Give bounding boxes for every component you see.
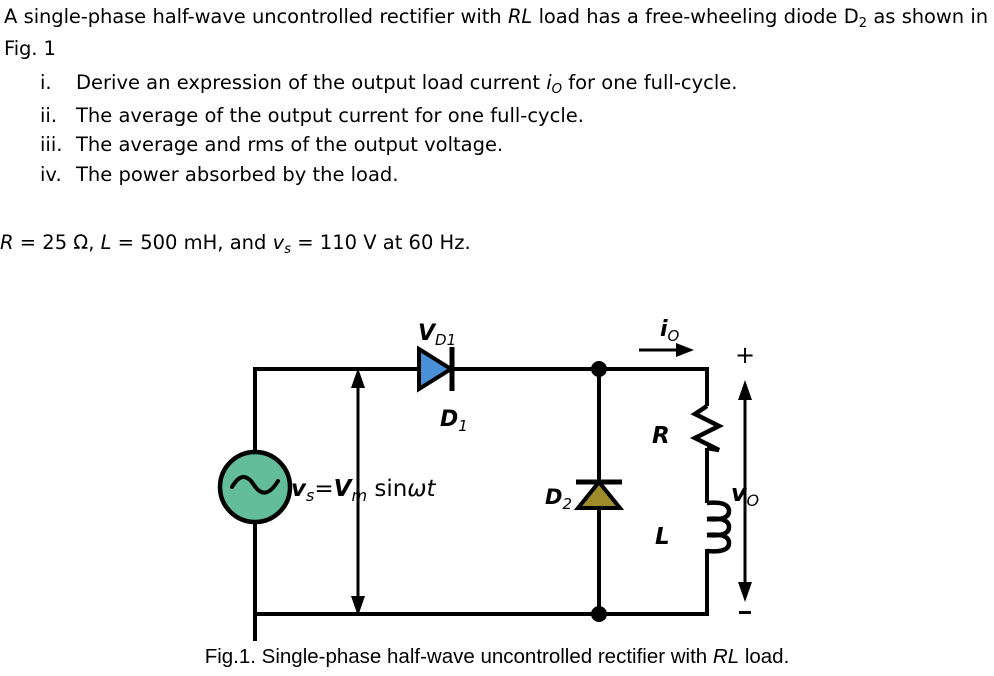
statement-part-3: as shown in Fig. 1 [4,5,988,60]
list-item-label: The average of the output current for on… [76,103,584,127]
resistor-symbol [689,404,725,453]
diode-d1 [417,345,455,393]
item-symbol: i [546,71,552,94]
circuit-parameters: R = 25 Ω, L = 500 mH, and vs = 110 V at … [0,228,471,260]
param-v-symbol: v [272,231,285,254]
diode-d2 [573,478,625,510]
sine-wave-icon [230,475,280,495]
source-vs-subscript: s [306,486,314,505]
list-item-numeral: iii. [40,133,63,156]
list-item: ii. The average of the output current fo… [4,101,990,131]
param-v-value: = 110 V at 60 Hz. [291,231,471,254]
param-r-symbol: R [0,231,14,254]
inductor-label: L [655,524,670,550]
diode-d2-triangle [573,478,625,510]
item-text-pre: Derive an expression of the output load … [76,71,547,94]
statement-d2-subscript: 2 [858,15,867,31]
statement-rl-symbol: RL [507,5,533,28]
problem-statement: A single-phase half-wave uncontrolled re… [4,2,988,63]
resistor-label: R [652,423,670,449]
source-vm-symbol: V [334,476,354,502]
output-current-label: iO [660,317,680,345]
item-symbol-subscript: O [551,81,563,97]
list-item-numeral: i. [40,71,52,94]
list-item-numeral: ii. [40,103,58,127]
statement-part-2: load has a free-wheeling diode D [532,5,859,28]
list-item: iv. The power absorbed by the load. [4,160,990,190]
caption-text-post: load. [739,645,790,668]
circuit-diagram: vs=Vm sinωt VD1 D1 D2 R L iO + vO [217,317,759,641]
caption-rl-symbol: RL [712,645,740,668]
output-voltage-label: vO [731,479,759,510]
output-voltage-arrow [738,380,752,602]
ac-voltage-source [217,449,293,525]
source-omega-t: ωt [407,476,436,502]
statement-part-1: A single-phase half-wave uncontrolled re… [4,5,508,28]
caption-text-pre: Fig.1. Single-phase half-wave uncontroll… [204,645,713,668]
output-current-arrow [639,343,694,357]
polarity-minus-label [739,611,751,614]
junction-node-bottom [591,606,607,622]
source-sin-text: sin [367,476,407,502]
item-text-post: for one full-cycle. [562,71,738,94]
diode-d1-voltage-label: VD1 [418,321,456,349]
list-item: i. Derive an expression of the output lo… [4,68,990,101]
inductor-symbol [706,500,732,554]
param-l-value: = 500 mH, and [111,231,273,254]
diode-d2-label: D2 [545,485,572,513]
junction-node-top [591,361,607,377]
list-item: iii. The average and rms of the output v… [4,130,990,160]
list-item-label: The power absorbed by the load. [76,162,399,186]
param-l-symbol: L [100,231,112,254]
question-item-list: i. Derive an expression of the output lo… [4,68,990,189]
param-v-subscript: s [284,241,292,257]
source-vs-symbol: v [291,476,307,502]
source-voltage-arrow [351,368,365,616]
polarity-plus-label: + [735,341,755,369]
list-item-numeral: iv. [40,162,62,186]
source-equals: = [314,476,333,502]
problem-statement-block: A single-phase half-wave uncontrolled re… [4,2,990,189]
list-item-label: Derive an expression of the output load … [76,68,990,101]
figure-caption: Fig.1. Single-phase half-wave uncontroll… [0,644,994,670]
source-expression-label: vs=Vm sinωt [291,476,437,505]
diode-d1-triangle [417,345,455,393]
diode-d1-label: D1 [440,407,468,435]
param-r-value: = 25 Ω, [13,231,101,254]
list-item-label: The average and rms of the output voltag… [76,133,504,156]
